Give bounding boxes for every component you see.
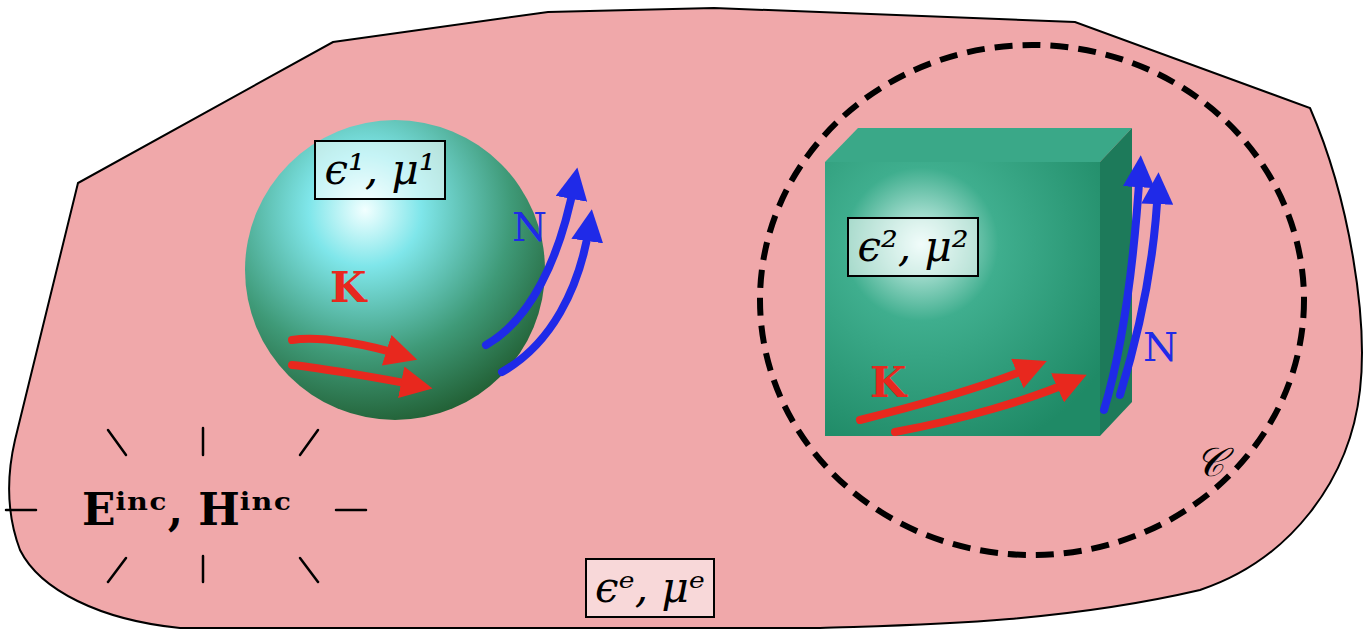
magnetic-current-arrows [486, 168, 1158, 410]
material-label-box: ϵ¹, μ¹ [314, 140, 445, 200]
material-parameters: ϵᵉ, μᵉ [595, 564, 705, 612]
electric-current-arrows [292, 339, 1075, 432]
contour-label: 𝒞 [1195, 440, 1224, 484]
material-label-box: ϵ², μ² [847, 217, 978, 277]
current-label: N [1143, 325, 1178, 369]
material-parameters: ϵ¹, μ¹ [324, 146, 435, 194]
material-parameters: ϵ², μ² [857, 223, 968, 271]
current-label: K [330, 265, 367, 311]
material-label-box: ϵᵉ, μᵉ [585, 558, 715, 618]
current-label: K [870, 360, 907, 406]
cube-scatterer [825, 128, 1132, 436]
incident-field-label: Eⁱⁿᶜ, Hⁱⁿᶜ [82, 486, 292, 534]
exterior-region [9, 8, 1362, 628]
current-label: N [512, 205, 547, 249]
dashed-contour [760, 45, 1304, 555]
source-rays [6, 428, 366, 582]
